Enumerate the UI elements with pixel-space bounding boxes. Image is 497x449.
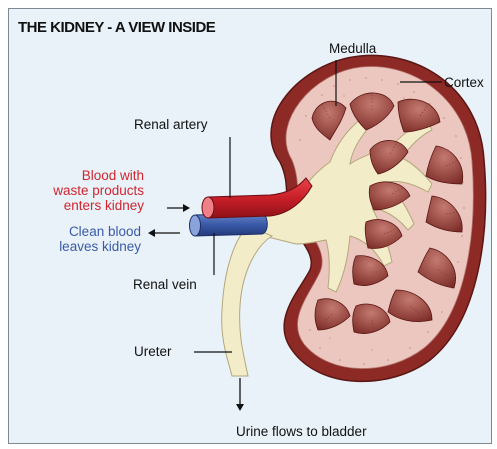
label-blood-in-line1: Blood with (14, 168, 144, 183)
label-clean-blood-line2: leaves kidney (14, 239, 141, 254)
blood-in-arrowhead (183, 204, 190, 212)
renal-vein-opening (190, 215, 201, 236)
ureter-tube (222, 226, 272, 376)
urine-arrowhead (236, 404, 244, 411)
label-renal-artery: Renal artery (134, 117, 208, 132)
label-medulla: Medulla (329, 41, 376, 56)
label-renal-vein: Renal vein (133, 277, 197, 292)
label-urine-flow: Urine flows to bladder (236, 424, 367, 439)
label-cortex: Cortex (444, 75, 484, 90)
label-ureter: Ureter (134, 344, 172, 359)
diagram-title: THE KIDNEY - A VIEW INSIDE (18, 19, 215, 36)
label-blood-in: Blood with waste products enters kidney (14, 168, 144, 213)
label-blood-in-line3: enters kidney (14, 198, 144, 213)
renal-artery-opening (202, 197, 214, 218)
label-clean-blood-line1: Clean blood (14, 224, 141, 239)
label-clean-blood: Clean blood leaves kidney (14, 224, 141, 254)
label-blood-in-line2: waste products (14, 183, 144, 198)
clean-blood-arrowhead (148, 229, 155, 237)
